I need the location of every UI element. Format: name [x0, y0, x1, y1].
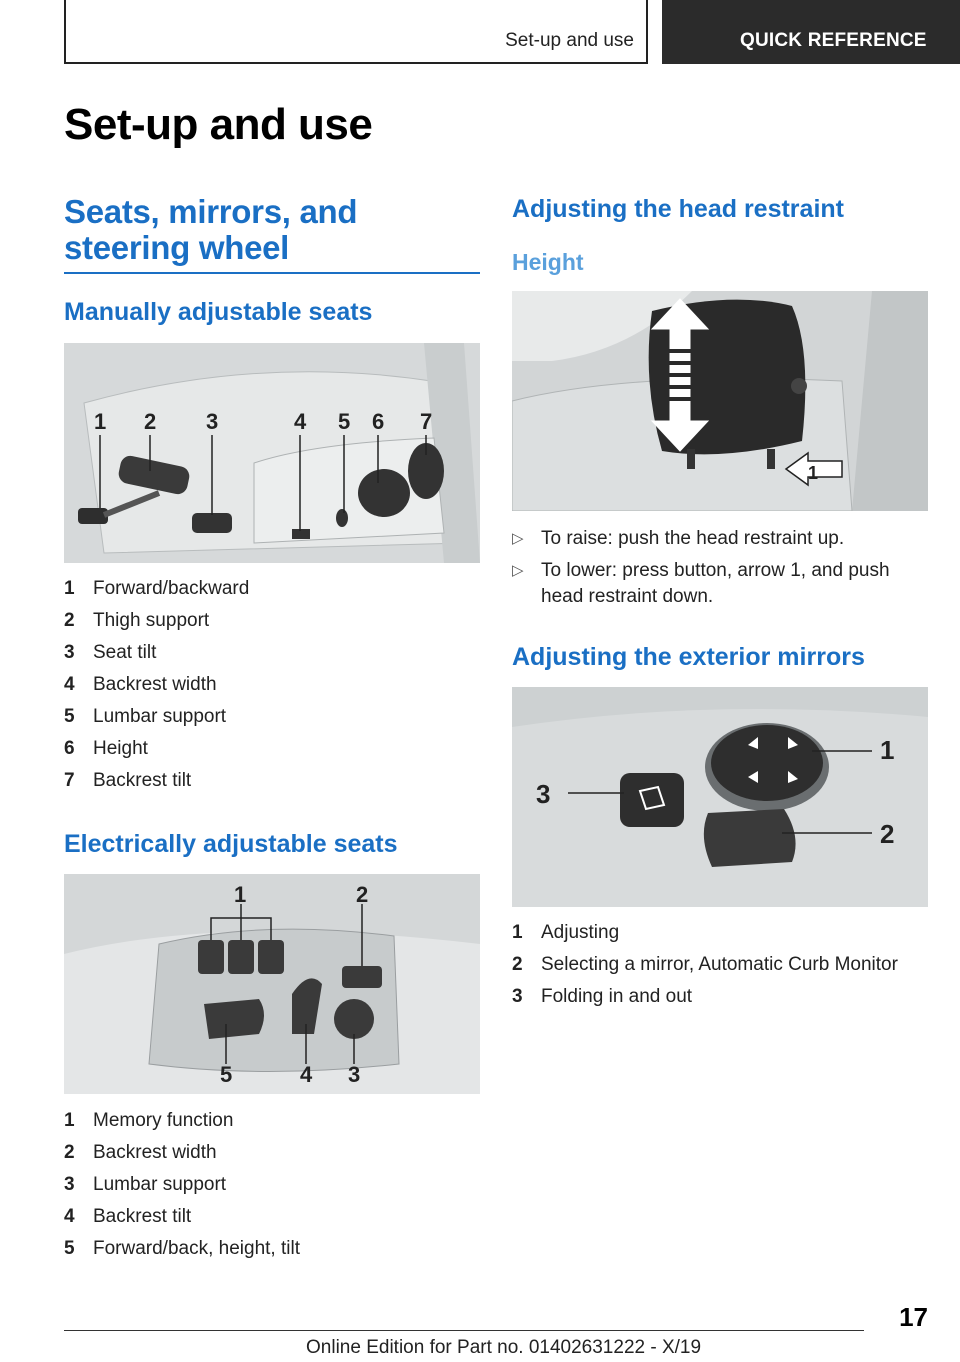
mirror-callout-2: 2	[880, 819, 894, 849]
footer-edition: Online Edition for Part no. 01402631222 …	[306, 1337, 702, 1358]
section-divider	[64, 272, 480, 274]
head-restraint-instructions: ▷To raise: push the head restraint up. ▷…	[512, 526, 928, 616]
electric-callout-4: 4	[300, 1062, 313, 1087]
heading-electric-seats: Electrically adjustable seats	[64, 830, 398, 858]
subheading-height: Height	[512, 249, 584, 275]
manual-callout-7: 7	[420, 409, 432, 434]
electric-callout-5: 5	[220, 1062, 232, 1087]
footer-divider	[64, 1330, 864, 1331]
electric-callout-2: 2	[356, 882, 368, 907]
heading-exterior-mirrors: Adjusting the exterior mirrors	[512, 643, 865, 671]
electric-callout-1: 1	[234, 882, 246, 907]
page-title: Set-up and use	[64, 100, 373, 149]
manual-callout-1: 1	[94, 409, 106, 434]
manual-callout-3: 3	[206, 409, 218, 434]
manual-callout-4: 4	[294, 409, 307, 434]
header-section-label: Set-up and use	[505, 30, 634, 51]
mirror-callout-3: 3	[536, 779, 550, 809]
head-restraint-callout-1: 1	[808, 463, 818, 483]
section-heading-seats: Seats, mirrors, and steering wheel	[64, 193, 358, 266]
electric-callout-3: 3	[348, 1062, 360, 1087]
heading-manual-seats: Manually adjustable seats	[64, 298, 373, 326]
mirror-callout-1: 1	[880, 735, 894, 765]
heading-head-restraint: Adjusting the head restraint	[512, 195, 844, 223]
manual-seat-figure: 1 2 3 4 5 6 7	[64, 343, 480, 563]
triangle-right-icon: ▷	[512, 562, 524, 579]
manual-callout-5: 5	[338, 409, 350, 434]
manual-callout-6: 6	[372, 409, 384, 434]
triangle-right-icon: ▷	[512, 530, 524, 547]
electric-seat-figure: 1 2 5 4 3	[64, 874, 480, 1094]
head-restraint-figure: 1	[512, 291, 928, 511]
page-number: 17	[899, 1302, 928, 1332]
list-item: ▷To lower: press button, arrow 1, and pu…	[512, 560, 890, 607]
list-item: ▷To raise: push the head restraint up.	[512, 526, 928, 552]
mirror-switch-figure: 1 2 3	[512, 687, 928, 907]
manual-callout-2: 2	[144, 409, 156, 434]
header-tab[interactable]: QUICK REFERENCE	[662, 0, 960, 64]
header-section-box: Set-up and use	[64, 0, 648, 64]
header-tab-label: QUICK REFERENCE	[740, 30, 927, 51]
